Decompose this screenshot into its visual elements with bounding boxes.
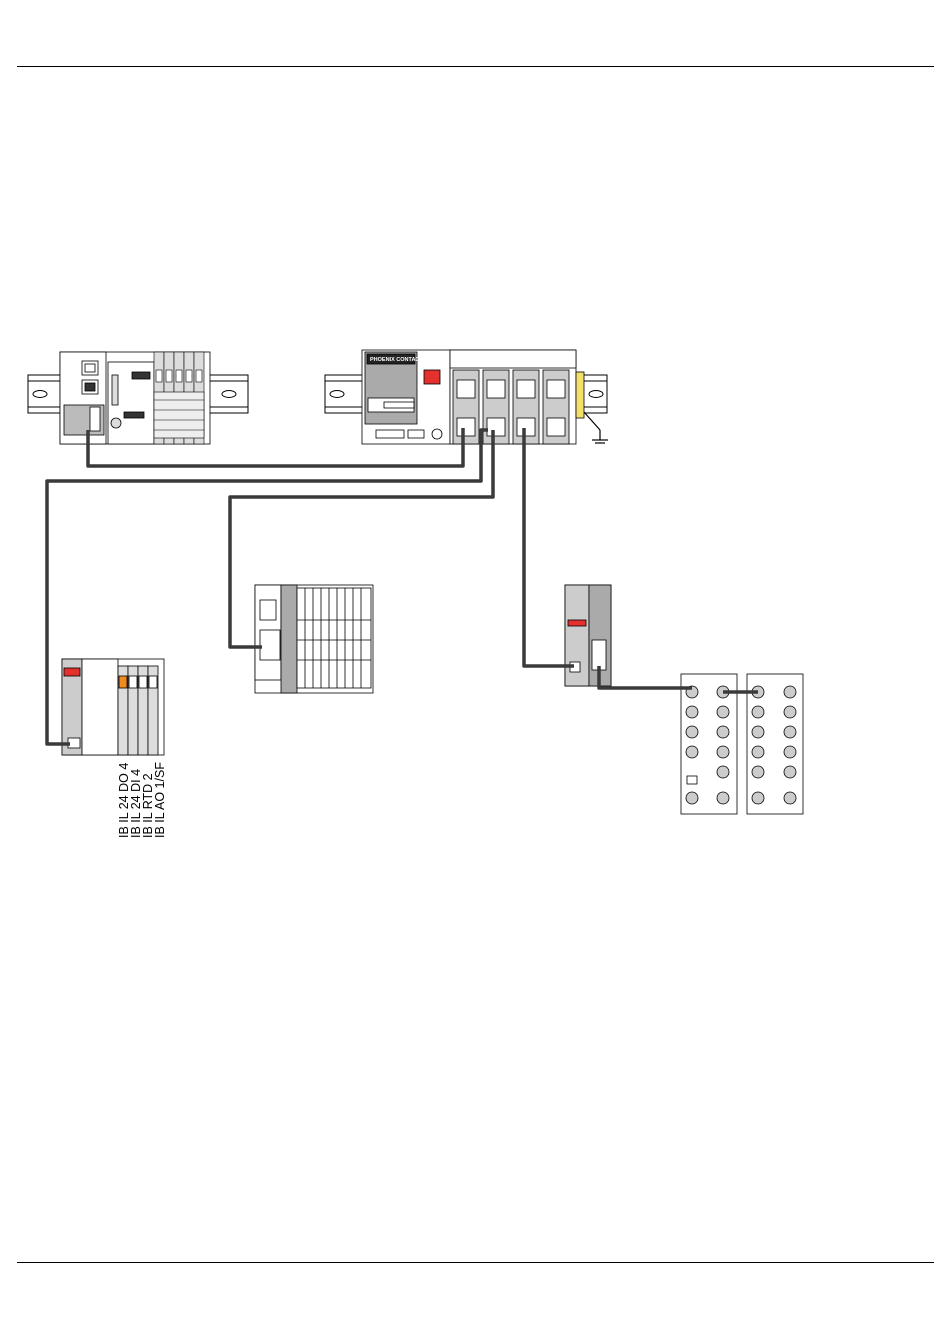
bus-coupler (565, 585, 611, 686)
inline-station (62, 659, 164, 755)
ethernet-switch (362, 350, 450, 444)
io-block-station (255, 585, 373, 693)
ground-symbol (584, 412, 608, 443)
switch-extension-modules (450, 350, 584, 444)
cable-bus-coupler-to-field-device (599, 666, 692, 688)
inline-module-labels: IB IL 24 DO 4 IB IL 24 DI 4 IB IL RTD 2 … (117, 762, 167, 838)
module-label-ao1sf: IB IL AO 1/SF (153, 762, 167, 838)
brand-logo: PHOENIX CONTACT (370, 357, 423, 363)
field-device-1 (681, 674, 737, 814)
controller-io-terminals (154, 352, 204, 444)
field-device-2 (747, 674, 803, 814)
